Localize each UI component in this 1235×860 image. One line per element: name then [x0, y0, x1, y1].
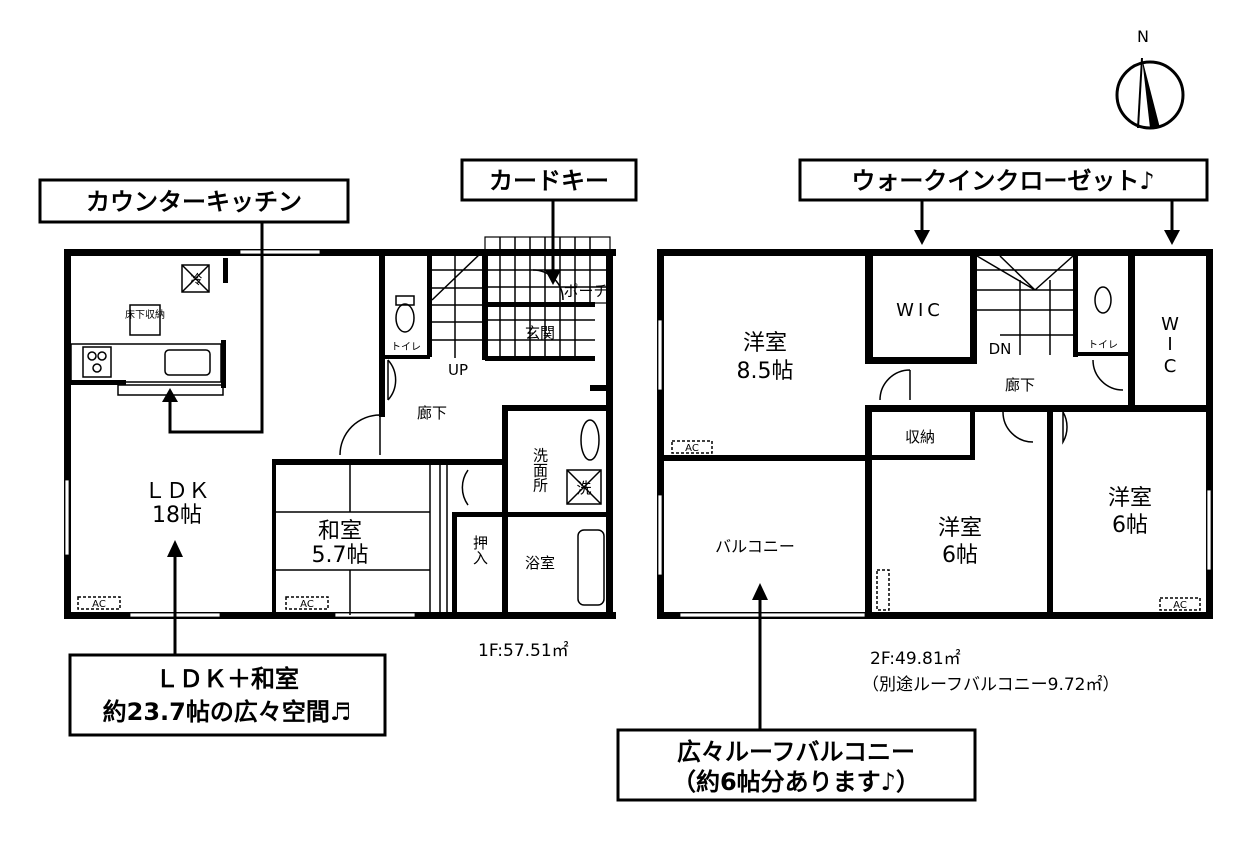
- room-senmenjo-label: 洗面所: [531, 448, 549, 493]
- toilet-fixture-icon: [395, 295, 415, 333]
- underfloor-storage-icon: 床下収納: [125, 304, 165, 336]
- svg-text:床下収納: 床下収納: [125, 308, 165, 321]
- svg-text:カードキー: カードキー: [489, 167, 609, 195]
- svg-text:AC: AC: [1173, 600, 1187, 611]
- svg-text:I: I: [1167, 334, 1172, 355]
- room-western-c-label: 洋室: [1108, 486, 1152, 511]
- room-western-b-size: 6帖: [942, 543, 978, 568]
- svg-text:（約6帖分あります♪）: （約6帖分あります♪）: [672, 768, 920, 796]
- floor2-roof-balcony-note: （別途ルーフバルコニー9.72㎡）: [862, 675, 1120, 695]
- svg-text:ＬＤＫ＋和室: ＬＤＫ＋和室: [155, 665, 299, 693]
- room-western-c-size: 6帖: [1112, 513, 1148, 538]
- callout-counter-kitchen: カウンターキッチン: [38, 178, 350, 434]
- callout-walk-in-closet: ウォークインクローゼット♪: [798, 158, 1209, 245]
- room-hallway-label: 廊下: [417, 404, 447, 422]
- room-ldk-label: ＬＤＫ: [144, 479, 210, 504]
- kitchen-counter: [70, 258, 228, 396]
- room-western-b-label: 洋室: [938, 516, 982, 541]
- room-western-a-label: 洋室: [743, 331, 787, 356]
- room-porch-label: ポーチ: [563, 282, 608, 300]
- floor1-area: 1F:57.51㎡: [478, 641, 569, 661]
- room-bath-label: 浴室: [525, 554, 555, 572]
- room-washitsu-size: 5.7帖: [312, 543, 369, 568]
- room-hallway2-label: 廊下: [1005, 376, 1035, 394]
- svg-text:C: C: [1164, 356, 1177, 377]
- callout-card-key: カードキー: [460, 158, 638, 285]
- floor2-area: 2F:49.81㎡: [870, 649, 961, 669]
- room-storage-label: 収納: [905, 428, 935, 446]
- callout-roof-balcony: 広々ルーフバルコニー （約6帖分あります♪）: [616, 583, 977, 802]
- fridge-icon: 冷: [181, 264, 210, 293]
- svg-text:広々ルーフバルコニー: 広々ルーフバルコニー: [677, 738, 915, 766]
- room-western-a-size: 8.5帖: [737, 359, 794, 384]
- room-ldk-size: 18帖: [152, 503, 202, 528]
- svg-text:約23.7帖の広々空間♬: 約23.7帖の広々空間♬: [103, 698, 352, 726]
- room-wic-label: WIC: [896, 300, 944, 321]
- compass-label: N: [1137, 27, 1149, 46]
- svg-text:AC: AC: [685, 443, 699, 454]
- svg-text:W: W: [1161, 314, 1179, 335]
- washer-icon: 洗: [566, 469, 602, 505]
- room-washitsu-label: 和室: [318, 519, 362, 544]
- room-oshiire-label: 押入: [471, 535, 489, 565]
- stairs-dn-label: DN: [989, 340, 1012, 358]
- north-compass-icon: [1115, 57, 1185, 130]
- callout-ldk-washitsu: ＬＤＫ＋和室 約23.7帖の広々空間♬: [68, 540, 387, 737]
- room-toilet2-label: トイレ: [1088, 340, 1118, 351]
- floor2-plan: AC AC 洋室 8.5帖 WIC DN トイレ 廊下 収納 バルコニー 洋室 …: [657, 249, 1213, 619]
- floor1-plan: 冷 床下収納 洗 AC AC ＬＤＫ 18帖 和室 5.7帖 トイレ ポーチ 玄…: [64, 236, 616, 619]
- svg-text:ウォークインクローゼット♪: ウォークインクローゼット♪: [851, 167, 1154, 195]
- svg-text:カウンターキッチン: カウンターキッチン: [86, 188, 302, 216]
- room-toilet-label: トイレ: [391, 342, 421, 353]
- svg-text:洗: 洗: [576, 479, 591, 497]
- room-balcony-label: バルコニー: [715, 537, 795, 556]
- svg-text:AC: AC: [300, 599, 314, 610]
- svg-text:AC: AC: [92, 599, 106, 610]
- svg-text:冷: 冷: [189, 273, 202, 288]
- stairs-up-label: UP: [448, 361, 468, 379]
- room-genkan-label: 玄関: [525, 324, 555, 342]
